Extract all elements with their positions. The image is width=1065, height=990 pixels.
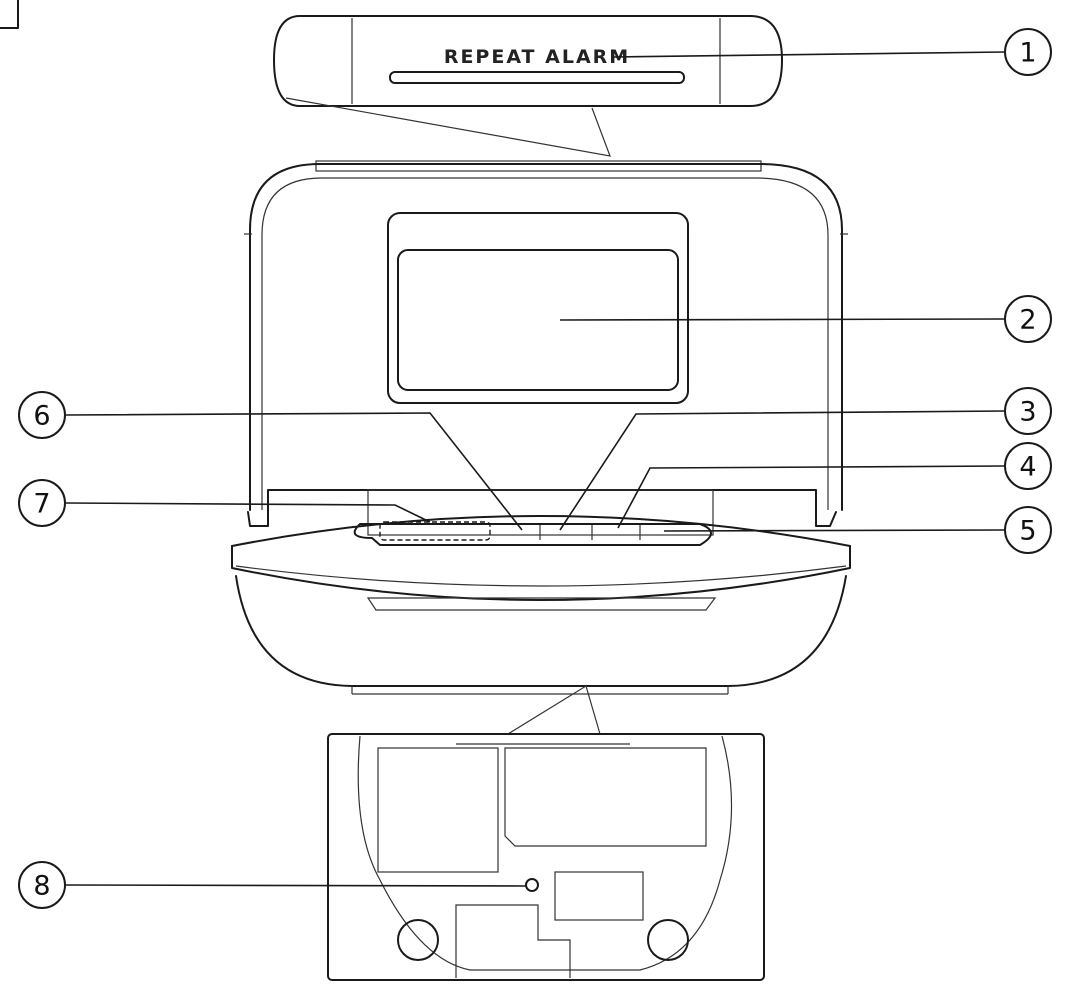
foot-right: [647, 919, 689, 961]
top-ridge: [315, 160, 762, 172]
button-4[interactable]: [594, 524, 638, 542]
bottom-view-projection: [507, 685, 601, 735]
bottom-label-plate: [554, 871, 644, 921]
front-view: [231, 160, 851, 695]
leader-5: [663, 529, 1006, 532]
leader-3: [559, 410, 1006, 531]
housing-inner: [261, 177, 829, 510]
battery-cover-right: [504, 747, 707, 847]
button-6[interactable]: [492, 524, 538, 542]
button-3[interactable]: [542, 524, 590, 542]
bottom-contour: [357, 735, 733, 971]
bottom-panel: [327, 733, 765, 981]
repeat-alarm-label: REPEAT ALARM: [444, 46, 630, 68]
callout-5-label: 5: [1019, 516, 1036, 547]
callout-3-label: 3: [1019, 397, 1036, 428]
housing-outline: [249, 163, 843, 511]
display-bezel: [387, 212, 689, 404]
button-5[interactable]: [642, 524, 700, 542]
callout-6-label: 6: [33, 401, 50, 432]
callout-6: 6: [18, 391, 66, 439]
callout-2: 2: [1004, 295, 1052, 343]
base-front: [231, 545, 851, 601]
callout-8: 8: [18, 861, 66, 909]
leader-7: [65, 502, 431, 523]
callout-7-label: 7: [33, 489, 50, 520]
bottom-steps: [455, 904, 571, 978]
repeat-alarm-button[interactable]: [389, 71, 685, 84]
battery-cover-left: [377, 747, 499, 873]
callout-4-label: 4: [1019, 452, 1036, 483]
callout-5: 5: [1004, 506, 1052, 554]
top-view: REPEAT ALARM: [273, 15, 783, 157]
callout-3: 3: [1004, 387, 1052, 435]
bottom-view: [327, 685, 765, 981]
leader-lines: [65, 51, 1006, 887]
callout-2-label: 2: [1019, 305, 1036, 336]
top-view-projection: [285, 97, 611, 157]
leader-8: [65, 884, 527, 887]
top-bar-outline: [273, 15, 783, 107]
tuning-control[interactable]: [379, 521, 491, 541]
leader-6: [65, 412, 523, 531]
base-seam: [247, 489, 837, 527]
callout-7: 7: [18, 479, 66, 527]
base-front-line: [235, 565, 847, 587]
callout-1: 1: [1004, 28, 1052, 76]
callout-8-label: 8: [33, 871, 50, 902]
leader-1: [611, 51, 1006, 58]
leader-2: [559, 318, 1006, 321]
leader-4: [617, 465, 1006, 529]
foot-left: [397, 919, 439, 961]
corner-bracket: [0, 0, 19, 29]
callout-1-label: 1: [1019, 38, 1036, 69]
callout-4: 4: [1004, 442, 1052, 490]
base-slot: [366, 597, 717, 611]
reset-button[interactable]: [525, 878, 539, 892]
base-bowl: [235, 575, 847, 687]
